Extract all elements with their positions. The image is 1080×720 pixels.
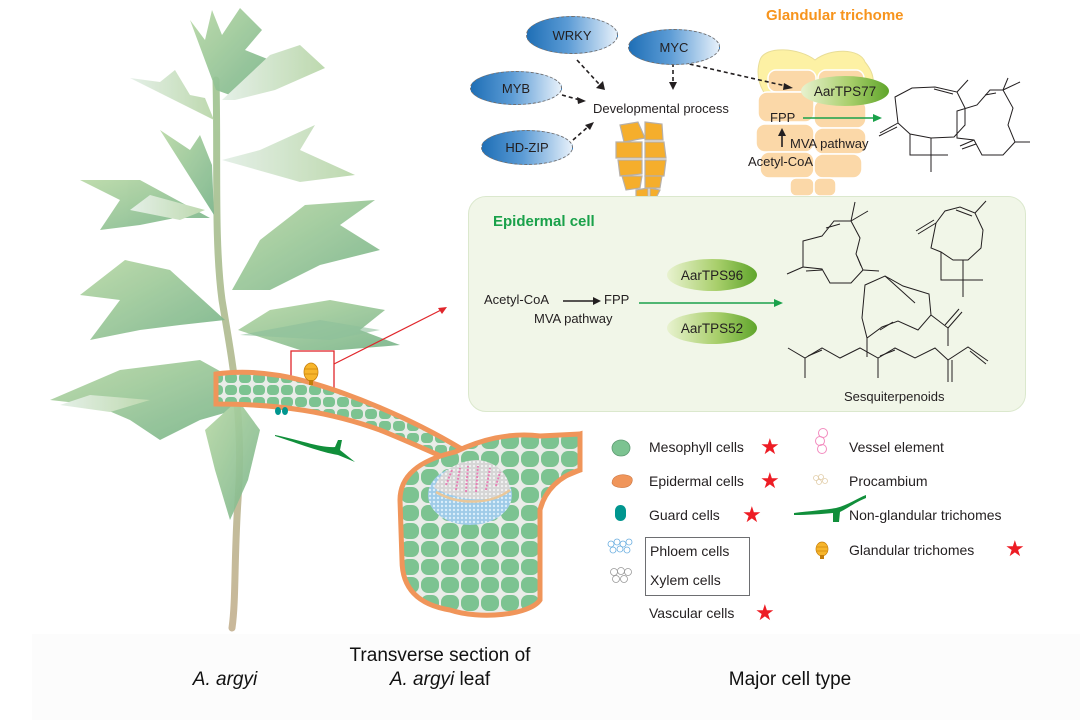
guard-cell [282, 407, 288, 415]
legend-item-procambium: Procambium [849, 473, 928, 489]
sesquiterpenoids-label: Sesquiterpenoids [844, 389, 945, 404]
caption-band [32, 634, 1080, 720]
epi-acetyl-coa-label: Acetyl-CoA [484, 292, 550, 307]
star-icon: ★ [760, 468, 780, 493]
enzyme-label: AarTPS77 [813, 83, 877, 99]
caption-cell-type: Major cell type [728, 669, 852, 690]
caption-plant-text: A. argyi [192, 669, 258, 690]
tf-oval-hdzip: HD-ZIP [481, 130, 573, 165]
epi-fpp-label: FPP [604, 292, 630, 307]
legend-item-epidermal-cells: Epidermal cells [649, 473, 744, 489]
tf-oval-wrky: WRKY [526, 16, 618, 54]
enzyme-label: AarTPS96 [680, 267, 744, 283]
vascular-group-box [645, 537, 750, 596]
tf-label: WRKY [552, 27, 592, 43]
caption-section-species: A. argyi [389, 669, 455, 690]
caption-transverse-section: Transverse section of A. argyi leaf [320, 644, 560, 692]
star-icon: ★ [755, 600, 775, 625]
glandular-trichome-title: Glandular trichome [766, 7, 904, 24]
tf-oval-myb: MYB [470, 71, 562, 105]
tf-label: MYC [659, 39, 689, 55]
legend-item-vascular-cells: Vascular cells [649, 605, 735, 621]
margin [0, 0, 32, 720]
mva-pathway-label: MVA pathway [790, 136, 869, 151]
epi-mva-pathway-label: MVA pathway [534, 311, 613, 326]
star-icon: ★ [760, 434, 780, 459]
star-icon: ★ [1005, 536, 1025, 561]
zoom-arrow [333, 307, 446, 365]
enzyme-aartps52: AarTPS52 [667, 312, 757, 344]
leaf-cross-section [213, 362, 583, 618]
glandular-trichome-in-section [303, 362, 319, 385]
caption-plant: A. argyi [150, 668, 300, 692]
epidermal-cell-title: Epidermal cell [493, 213, 595, 230]
tf-label: HD-ZIP [505, 140, 549, 155]
guard-cell [275, 407, 281, 415]
tf-label: MYB [501, 80, 531, 96]
star-icon: ★ [742, 502, 762, 527]
caption-section-line1: Transverse section of [349, 645, 531, 666]
legend-item-non-glandular-trichomes: Non-glandular trichomes [849, 507, 1002, 523]
non-glandular-trichome [275, 435, 355, 462]
legend-item-guard-cells: Guard cells [649, 507, 720, 523]
enzyme-aartps96: AarTPS96 [667, 259, 757, 291]
developmental-process-label: Developmental process [593, 101, 729, 116]
legend-item-vessel-element: Vessel element [849, 439, 944, 455]
enzyme-label: AarTPS52 [680, 320, 744, 336]
legend-item-xylem-cells: Xylem cells [650, 572, 721, 588]
legend-item-glandular-trichomes: Glandular trichomes [849, 542, 975, 558]
enzyme-aartps77: AarTPS77 [801, 76, 889, 106]
tf-oval-myc: MYC [628, 29, 720, 65]
fpp-label: FPP [770, 110, 796, 125]
caption-section-line2: A. argyi leaf [320, 668, 560, 692]
plant-leaves [50, 8, 400, 520]
legend-item-phloem-cells: Phloem cells [650, 543, 730, 559]
acetyl-coa-label: Acetyl-CoA [748, 154, 814, 169]
caption-section-suffix: leaf [454, 669, 491, 690]
legend-item-mesophyll-cells: Mesophyll cells [649, 439, 744, 455]
